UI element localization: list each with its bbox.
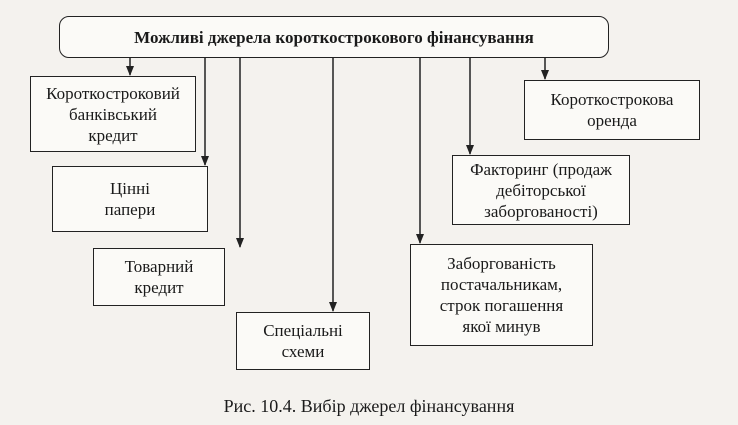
source-label: Факторинг (продаж дебіторської заборгова… [470,159,612,221]
source-label: Короткострокова оренда [550,90,674,130]
diagram-title-box: Можливі джерела короткострокового фінанс… [59,16,609,58]
source-box-short-term-lease: Короткострокова оренда [524,80,700,140]
source-box-special-schemes: Спеціальні схеми [236,312,370,370]
source-box-overdue-payables: Заборгованість постачальникам, строк пог… [410,244,593,346]
source-label: Спеціальні схеми [263,321,343,361]
source-label: Короткостроковий банківський кредит [46,83,180,145]
source-box-securities: Цінні папери [52,166,208,232]
source-label: Заборгованість постачальникам, строк пог… [439,254,564,336]
source-label: Товарний кредит [124,257,194,297]
source-label: Цінні папери [104,179,156,219]
figure-caption-text: Рис. 10.4. Вибір джерел фінансування [217,396,521,416]
source-box-bank-credit: Короткостроковий банківський кредит [30,76,196,152]
source-box-trade-credit: Товарний кредит [93,248,225,306]
source-box-factoring: Факторинг (продаж дебіторської заборгова… [452,155,630,225]
figure-caption: Рис. 10.4. Вибір джерел фінансування [0,396,738,417]
diagram-title: Можливі джерела короткострокового фінанс… [134,27,534,47]
